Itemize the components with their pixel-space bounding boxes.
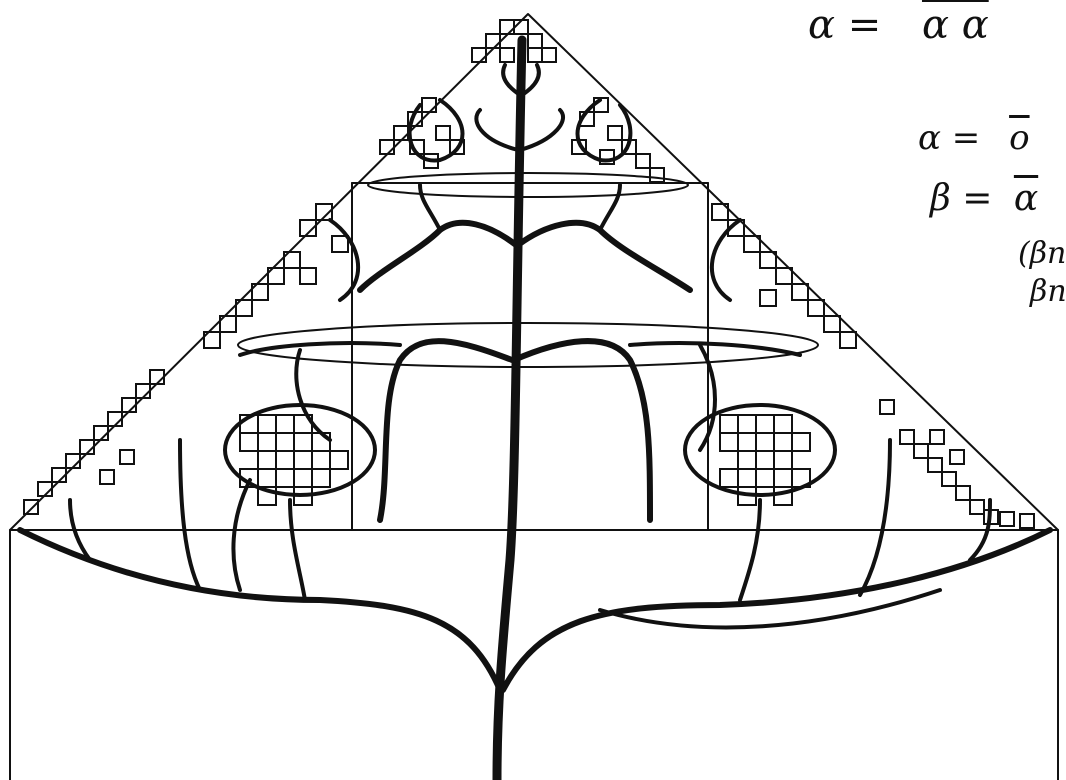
- annotation-line-3-lhs: β =: [930, 178, 992, 219]
- annotation-line-5: βn: [1030, 274, 1066, 309]
- cluster-mid-left: [204, 204, 348, 348]
- annotation-line-3-rhs: α: [1014, 178, 1038, 219]
- annotation-line-2: α = o: [918, 118, 1030, 158]
- annotation-line-3: β = α: [930, 178, 1038, 219]
- annotation-line-1-rhs: α α: [922, 2, 989, 48]
- annotation-line-2-lhs: α =: [918, 118, 980, 158]
- cluster-top: [472, 20, 556, 62]
- annotation-line-4: (βn: [1018, 236, 1066, 271]
- annotation-line-1: α = α α: [808, 2, 989, 48]
- annotation-line-1-lhs: α =: [808, 2, 881, 48]
- frame: [10, 183, 1058, 780]
- fractal-box-clusters: [24, 20, 1034, 528]
- annotation-line-2-rhs: o: [1009, 118, 1029, 158]
- cluster-lower-left: [24, 370, 164, 514]
- tree-main-branches: [20, 65, 1050, 690]
- cluster-lower-right: [880, 400, 1034, 528]
- sierpinski-triangle-outline: [10, 14, 1058, 530]
- tree-loops: [225, 100, 835, 495]
